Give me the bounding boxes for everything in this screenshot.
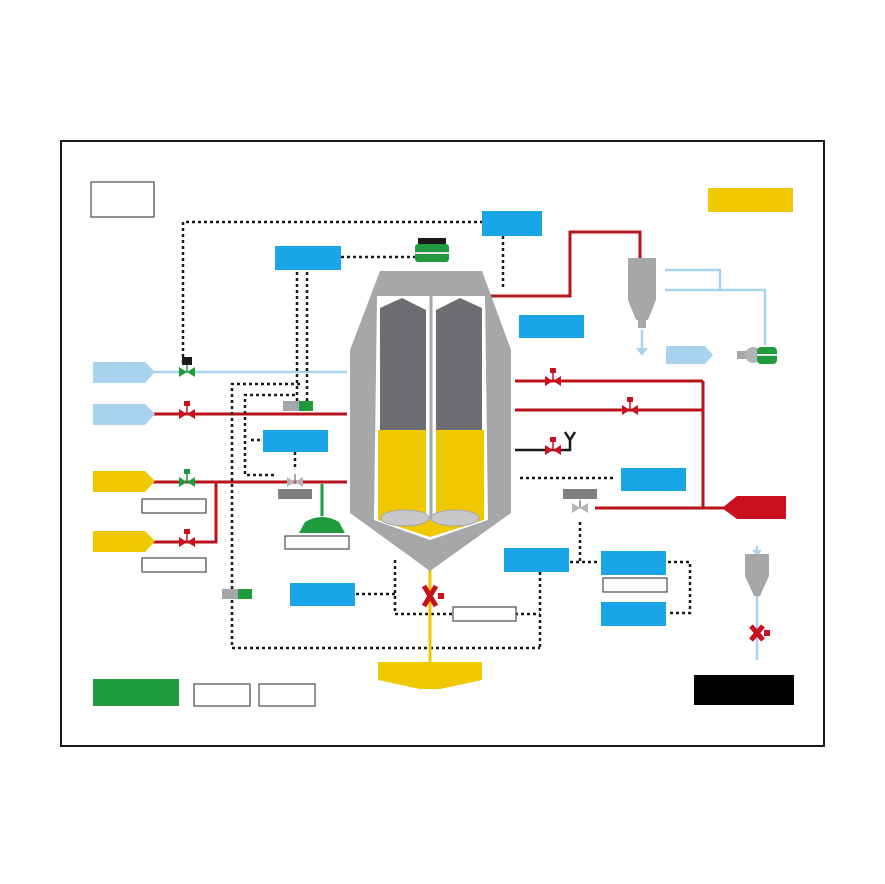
inlet-product-2 — [93, 531, 155, 552]
black-line — [515, 431, 577, 452]
empty-label-box — [141, 557, 207, 573]
actuator-icon — [283, 401, 313, 411]
info-box[interactable] — [290, 583, 355, 606]
status-block-yellow — [708, 188, 793, 212]
empty-label-box — [258, 683, 316, 707]
empty-label-box — [141, 498, 207, 514]
inlet-water-1 — [93, 362, 155, 383]
info-box[interactable] — [482, 211, 542, 236]
info-box[interactable] — [621, 468, 686, 491]
pump-icon — [737, 347, 777, 364]
empty-label-box — [284, 535, 350, 550]
steam-inlet-red — [722, 496, 786, 519]
valve-icon[interactable] — [421, 584, 444, 608]
info-box[interactable] — [263, 430, 328, 452]
silo-icon — [745, 554, 769, 596]
discharge-tray — [378, 662, 482, 689]
actuator-icon — [563, 489, 597, 499]
empty-label-box — [193, 683, 251, 707]
status-block-green — [93, 679, 179, 706]
actuator-icon — [278, 489, 312, 499]
info-box[interactable] — [275, 246, 341, 270]
info-box[interactable] — [601, 602, 666, 626]
cyclone-icon — [628, 258, 656, 328]
status-block-black — [694, 675, 794, 705]
actuator-icon — [222, 589, 252, 599]
inlet-product-1 — [93, 471, 155, 492]
reactor-vessel — [350, 271, 511, 571]
vessel-internal-right — [436, 298, 482, 430]
info-box[interactable] — [519, 315, 584, 338]
info-box[interactable] — [504, 548, 569, 572]
valve-icon[interactable] — [178, 357, 196, 378]
water-arrows — [636, 348, 762, 556]
sampling-unit-icon — [299, 484, 345, 533]
vessel-internal-left — [380, 298, 426, 430]
info-box[interactable] — [601, 551, 666, 575]
empty-label-box — [602, 577, 668, 593]
agitator-drive-icon — [415, 238, 449, 262]
valve-icon[interactable] — [749, 624, 770, 642]
empty-label-box — [452, 606, 517, 622]
empty-label-box — [90, 181, 155, 218]
signal-lines — [181, 220, 692, 650]
outlet-water — [666, 346, 713, 364]
inlet-water-2 — [93, 404, 155, 425]
